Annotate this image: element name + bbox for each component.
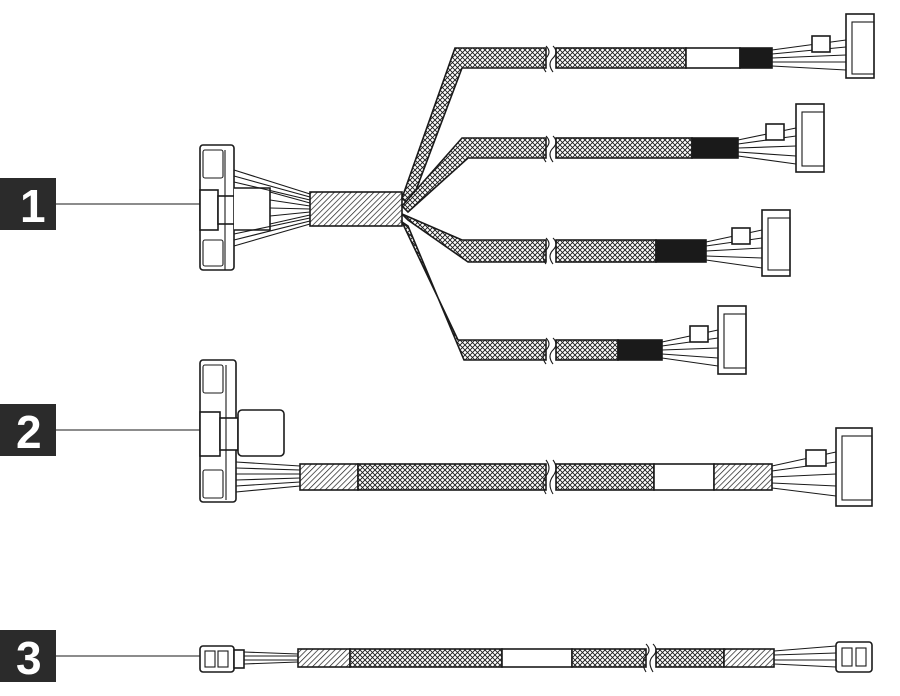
sleeve-3-mesh-mid bbox=[571, 648, 647, 668]
callout-3: 3 bbox=[0, 630, 200, 684]
callout-badge-2 bbox=[0, 404, 56, 456]
sleeve-3-mesh-left bbox=[349, 648, 503, 668]
sleeve-3-hatch-right bbox=[723, 648, 775, 668]
device-connector-b bbox=[795, 103, 825, 173]
trunk-sleeve-1 bbox=[309, 191, 403, 227]
branch-d bbox=[542, 305, 747, 375]
branch-b bbox=[542, 103, 825, 173]
sleeve-2-mesh-right bbox=[555, 463, 655, 491]
host-connector-1 bbox=[199, 144, 271, 271]
branch-c bbox=[542, 209, 791, 277]
callout-badge-1 bbox=[0, 178, 56, 230]
sleeve-2-mesh-left bbox=[357, 463, 547, 491]
cable-1-breakout bbox=[199, 13, 875, 375]
sleeve-2-hatch-left bbox=[299, 463, 359, 491]
host-connector-2 bbox=[199, 359, 285, 503]
callout-2: 2 bbox=[0, 404, 200, 458]
sleeve-3-hatch-left bbox=[297, 648, 351, 668]
callout-1: 1 bbox=[0, 178, 200, 232]
sleeve-2-label bbox=[653, 463, 715, 491]
device-connector-a bbox=[845, 13, 875, 79]
callout-label-1: 1 bbox=[20, 180, 46, 232]
callout-badge-3 bbox=[0, 630, 56, 682]
branch-legs-1 bbox=[400, 47, 547, 361]
device-connector-c bbox=[761, 209, 791, 277]
device-connector-2 bbox=[835, 427, 873, 507]
wire-bundle-1 bbox=[233, 169, 311, 247]
device-connector-d bbox=[717, 305, 747, 375]
sleeve-3-label bbox=[501, 648, 573, 668]
device-connector-3 bbox=[835, 641, 873, 673]
host-connector-3 bbox=[199, 645, 245, 673]
sleeve-2-hatch-right bbox=[713, 463, 773, 491]
branch-a bbox=[542, 13, 875, 79]
callout-label-3: 3 bbox=[16, 632, 42, 684]
sleeve-3-mesh-right bbox=[655, 648, 725, 668]
callout-label-2: 2 bbox=[16, 406, 42, 458]
cable-2-straight bbox=[199, 359, 873, 507]
wire-bundle-2 bbox=[235, 461, 301, 493]
cable-3-slim bbox=[199, 641, 873, 673]
